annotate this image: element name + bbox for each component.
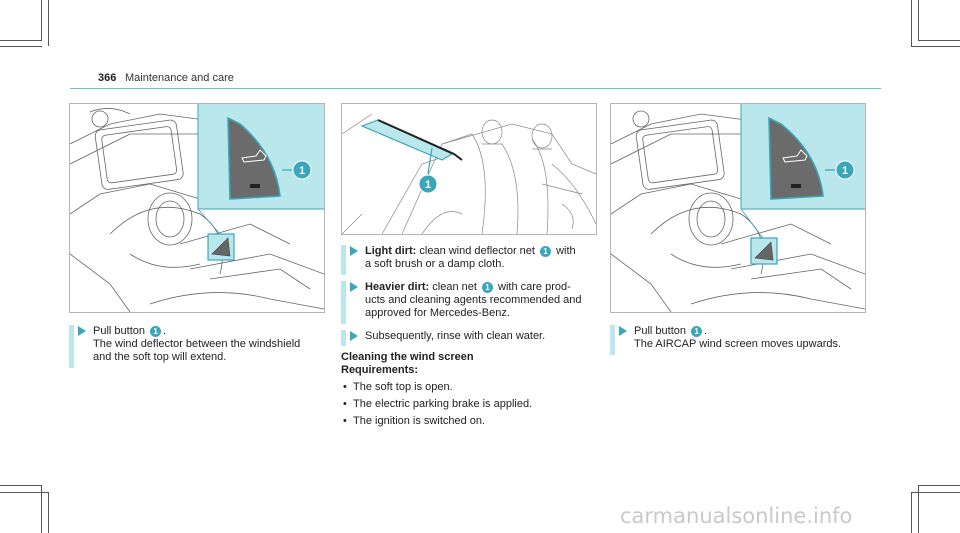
- cleaning-heading: Cleaning the wind screen: [341, 351, 474, 363]
- step-text: Pull button: [93, 325, 145, 337]
- step-arrow-icon: [78, 326, 86, 336]
- crop-mark: [0, 485, 42, 486]
- step-bar: [341, 330, 346, 346]
- page-number: 366: [98, 72, 117, 84]
- step-bar: [341, 245, 346, 275]
- step-line: approved for Mercedes-Benz.: [365, 307, 510, 319]
- header-rule: [70, 88, 881, 89]
- step-pull-button: Pull button 1. The AIRCAP wind screen mo…: [610, 325, 875, 355]
- crop-mark: [48, 0, 49, 46]
- step-bar: [610, 325, 615, 355]
- crop-mark: [0, 492, 49, 493]
- callout-number: 1: [842, 165, 848, 177]
- crop-mark: [41, 485, 42, 533]
- figure-wind-deflector: 1: [341, 103, 597, 235]
- step-line: Pull button 1.: [634, 325, 875, 338]
- callout-badge: 1: [481, 282, 493, 293]
- callout-badge: 1: [691, 326, 703, 337]
- step-line: Pull button 1.: [93, 325, 329, 338]
- step-line: The wind deflector between the windshiel…: [93, 338, 301, 350]
- step-bar: [69, 325, 74, 368]
- step-line: Light dirt: clean wind deflector net 1 w…: [365, 245, 606, 258]
- requirements-heading: Requirements:: [341, 364, 419, 376]
- crop-mark: [0, 40, 42, 41]
- step-label: Heavier dirt:: [365, 281, 430, 293]
- crop-mark: [918, 485, 919, 533]
- section-title: Maintenance and care: [125, 72, 234, 84]
- callout-badge: 1: [150, 326, 162, 337]
- step-pull-button: Pull button 1. The wind deflector betwee…: [69, 325, 329, 368]
- step-line: ucts and cleaning agents recommended and: [365, 294, 582, 306]
- step-text: .: [163, 325, 167, 337]
- bullet-icon: •: [343, 381, 347, 393]
- step-arrow-icon: [350, 246, 358, 256]
- figure-console-button: 1: [69, 103, 325, 313]
- crop-mark: [911, 0, 912, 46]
- step-arrow-icon: [350, 282, 358, 292]
- crop-mark: [911, 492, 912, 533]
- step-text: with: [553, 245, 576, 257]
- watermark: carmanualsonline.info: [620, 504, 853, 528]
- callout-number: 1: [425, 179, 431, 191]
- figure-aircap-button: 1: [610, 103, 866, 313]
- step-line: Subsequently, rinse with clean water.: [365, 330, 546, 342]
- bullet-text: The ignition is switched on.: [353, 415, 486, 427]
- step-text: .: [704, 325, 708, 337]
- bullet-text: The electric parking brake is applied.: [353, 398, 533, 410]
- step-bar: [341, 281, 346, 324]
- crop-mark: [48, 492, 49, 533]
- step-line: The AIRCAP wind screen moves upwards.: [634, 338, 842, 350]
- step-line: a soft brush or a damp cloth.: [365, 258, 505, 270]
- callout-badge: 1: [540, 246, 552, 257]
- step-arrow-icon: [619, 326, 627, 336]
- step-text: with care prod-: [494, 281, 571, 293]
- list-item: • The ignition is switched on.: [341, 415, 606, 428]
- step-heavier-dirt: Heavier dirt: clean net 1 with care prod…: [341, 281, 606, 324]
- middle-instructions: Light dirt: clean wind deflector net 1 w…: [341, 245, 606, 428]
- bullet-icon: •: [343, 398, 347, 410]
- step-arrow-icon: [350, 331, 358, 341]
- crop-mark: [918, 485, 960, 486]
- list-item: • The electric parking brake is applied.: [341, 398, 606, 411]
- step-light-dirt: Light dirt: clean wind deflector net 1 w…: [341, 245, 606, 275]
- crop-mark: [911, 492, 960, 493]
- step-line: and the soft top will extend.: [93, 351, 227, 363]
- step-label: Light dirt:: [365, 245, 417, 257]
- right-instructions: Pull button 1. The AIRCAP wind screen mo…: [610, 325, 875, 355]
- callout-number: 1: [299, 165, 305, 177]
- crop-mark: [918, 0, 919, 40]
- crop-mark: [911, 46, 960, 47]
- crop-mark: [0, 46, 42, 47]
- left-instructions: Pull button 1. The wind deflector betwee…: [69, 325, 329, 368]
- bullet-icon: •: [343, 415, 347, 427]
- crop-mark: [41, 0, 42, 40]
- crop-mark: [918, 40, 960, 41]
- list-item: • The soft top is open.: [341, 381, 606, 394]
- step-line: Heavier dirt: clean net 1 with care prod…: [365, 281, 606, 294]
- step-text: Pull button: [634, 325, 686, 337]
- step-subsequently: Subsequently, rinse with clean water.: [341, 330, 606, 346]
- bullet-text: The soft top is open.: [353, 381, 453, 393]
- step-text: clean wind deflector net: [416, 245, 535, 257]
- step-text: clean net: [429, 281, 477, 293]
